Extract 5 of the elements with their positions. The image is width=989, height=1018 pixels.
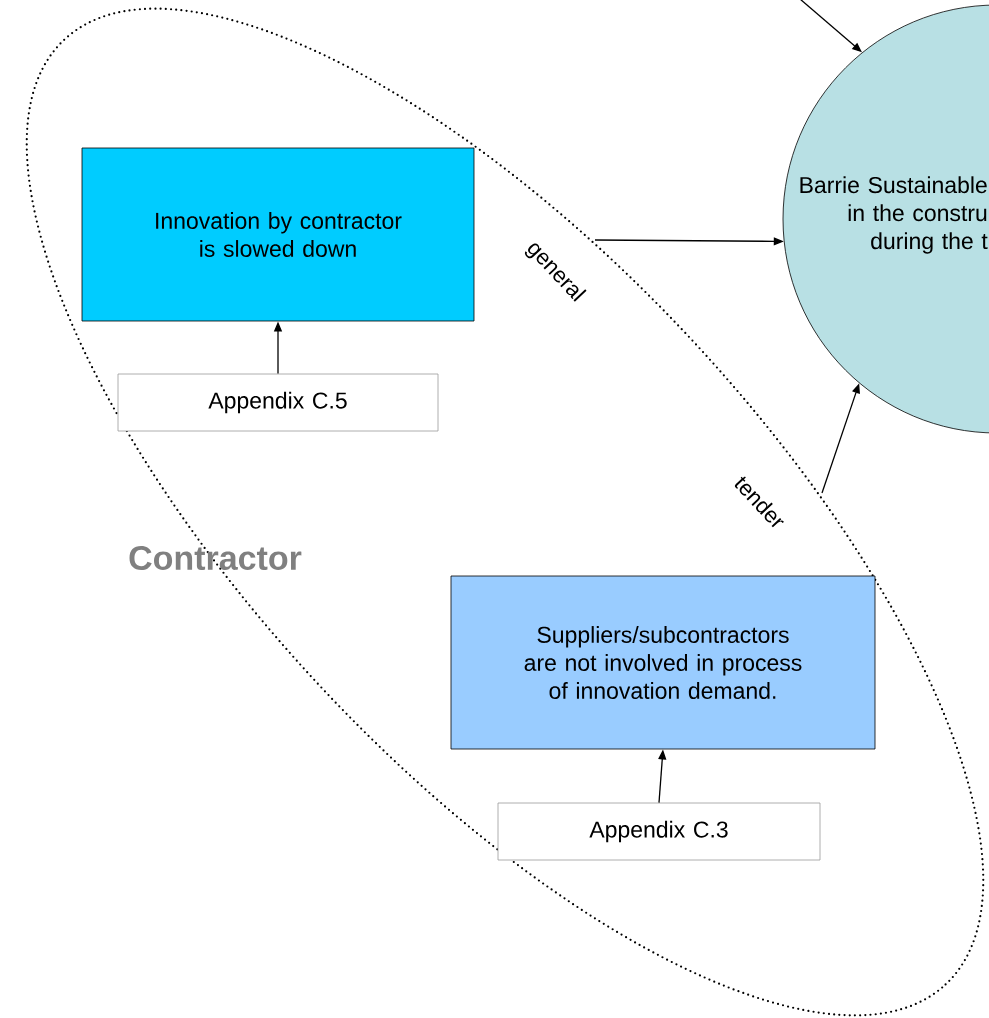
group-title: Contractor [129, 545, 302, 571]
process-box: Suppliers/subcontractors are not involved in process of innovation demand. [450, 575, 876, 750]
appendix-box: Appendix C.3 [497, 802, 821, 861]
process-box: Innovation by contractor is slowed down [81, 147, 475, 322]
appendix-box: Appendix C.5 [117, 373, 439, 432]
